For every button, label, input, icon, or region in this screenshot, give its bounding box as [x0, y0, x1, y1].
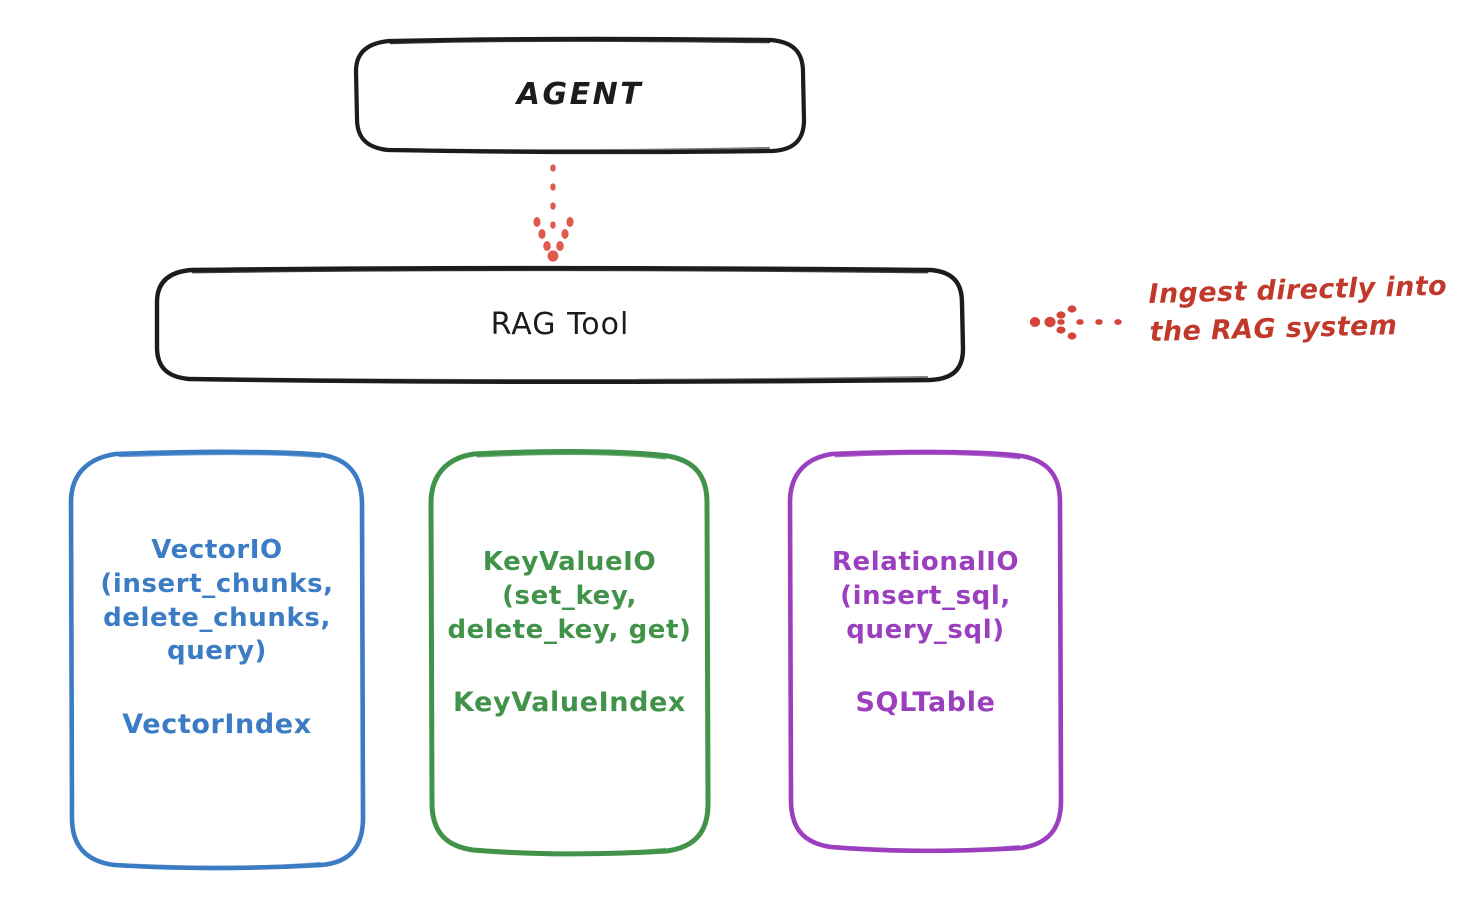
node-key-value-io-methods: KeyValueIO (set_key, delete_key, get)	[447, 547, 692, 645]
node-relational-io-methods: RelationalIO (insert_sql, query_sql)	[831, 547, 1020, 645]
node-relational-io[interactable]: RelationalIO (insert_sql, query_sql) SQL…	[787, 449, 1064, 854]
connector-agent-to-rag-tool	[533, 164, 574, 262]
node-vector-io[interactable]: VectorIO (insert_chunks, delete_chunks, …	[68, 449, 366, 871]
annotation-ingest-directly: Ingest directly into the RAG system	[1148, 270, 1448, 349]
node-sql-table-label: SQLTable	[855, 687, 996, 719]
node-agent-label: AGENT	[516, 77, 644, 113]
node-rag-tool-label: RAG Tool	[490, 306, 630, 342]
node-rag-tool[interactable]: RAG Tool	[154, 265, 966, 385]
node-key-value-io[interactable]: KeyValueIO (set_key, delete_key, get) Ke…	[428, 449, 711, 857]
node-key-value-index-label: KeyValueIndex	[453, 687, 686, 719]
node-vector-io-methods: VectorIO (insert_chunks, delete_chunks, …	[100, 535, 334, 667]
key-value-io-box-outline	[428, 449, 711, 857]
node-vector-index-label: VectorIndex	[122, 709, 312, 741]
connector-ingest-to-rag-tool	[1029, 305, 1138, 340]
node-agent[interactable]: AGENT	[353, 36, 807, 155]
relational-io-box-outline	[787, 449, 1064, 854]
